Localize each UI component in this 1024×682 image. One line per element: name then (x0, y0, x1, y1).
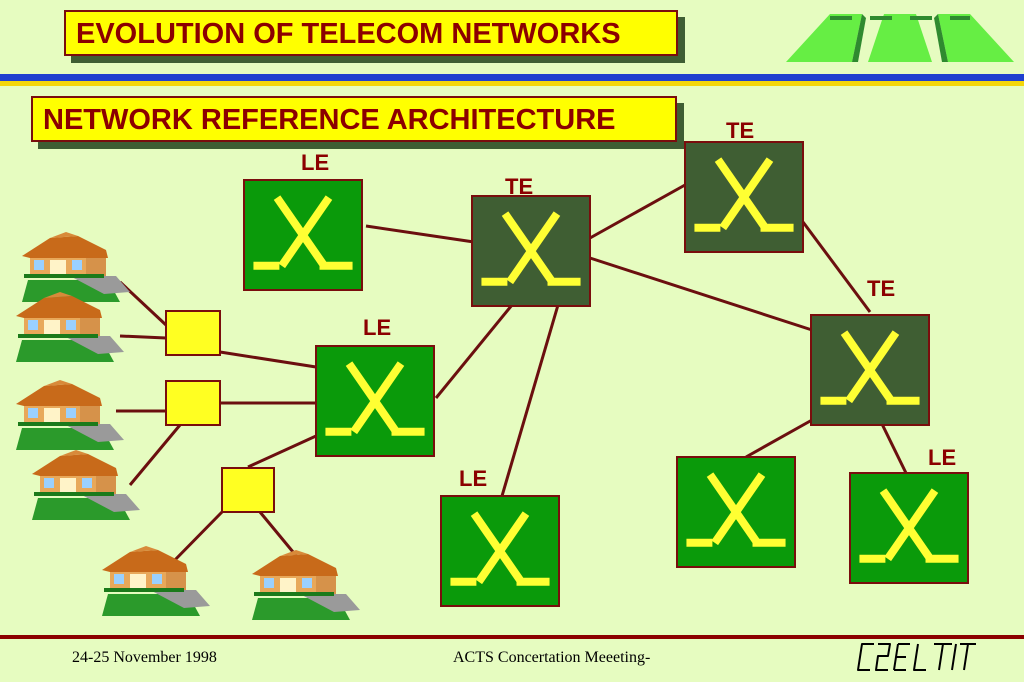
switch-symbol-icon (820, 330, 920, 405)
link-te-center-te-top-right (589, 183, 686, 240)
label-le-bottom: LE (459, 466, 488, 491)
link-le-top-te-center (365, 224, 475, 244)
link-te-center-te-right (589, 256, 813, 332)
link-house5-concentrator3 (168, 510, 224, 567)
exchange-le-middle (315, 345, 435, 457)
label-le-top: LE (301, 150, 330, 175)
switch-symbol-icon (325, 361, 425, 436)
footer-divider-line (0, 635, 1024, 639)
switch-symbol-icon (694, 157, 794, 232)
exchange-te-right (810, 314, 930, 426)
house-5 (102, 546, 210, 616)
house-6 (252, 550, 360, 620)
house-3 (16, 380, 124, 450)
link-concentrator1-le-middle (219, 350, 317, 369)
main-title: EVOLUTION OF TELECOM NETWORKS (64, 10, 678, 56)
footer-date: 24-25 November 1998 (72, 649, 217, 666)
switch-symbol-icon (481, 211, 581, 286)
logo-arrow-middle (868, 14, 932, 62)
logo-arrow-left (786, 14, 862, 62)
house-4 (32, 450, 140, 520)
link-house2-concentrator1 (119, 334, 167, 340)
link-house4-concentrator2 (128, 424, 182, 486)
concentrator-3 (221, 467, 275, 513)
exchange-le-top (243, 179, 363, 291)
house-2 (16, 292, 124, 362)
label-le-middle: LE (363, 315, 392, 340)
footer-logo (857, 643, 976, 671)
concentrator-1 (165, 310, 221, 356)
section-title: NETWORK REFERENCE ARCHITECTURE (31, 96, 677, 142)
yellow-divider-stripe (0, 81, 1024, 86)
house-1 (22, 232, 130, 302)
link-house6-concentrator3 (258, 511, 300, 559)
switch-symbol-icon (859, 488, 959, 563)
link-te-right-le-bottom-right-a (745, 418, 813, 459)
link-te-center-le-bottom (500, 304, 560, 497)
link-concentrator3-le-middle (247, 434, 317, 469)
link-le-middle-te-center (434, 304, 514, 399)
label-te-top-right: TE (726, 118, 755, 143)
switch-symbol-icon (253, 195, 353, 270)
concentrator-2 (165, 380, 221, 426)
concentrators-group (165, 310, 275, 513)
label-te-center: TE (505, 174, 534, 199)
footer-event: ACTS Concertation Meeeting- (453, 649, 651, 666)
label-le-bottom-right: LE (928, 445, 957, 470)
link-te-right-le-bottom-right-b (880, 423, 908, 474)
exchanges-group (243, 141, 969, 607)
link-house1-concentrator1 (118, 280, 168, 327)
links-group (116, 183, 908, 567)
header-logo (786, 14, 1014, 62)
switch-symbol-icon (686, 472, 786, 547)
exchange-le-bottom-right (849, 472, 969, 584)
logo-arrow-right (938, 14, 1014, 62)
switch-symbol-icon (450, 511, 550, 586)
exchange-le-bottom (440, 495, 560, 607)
label-te-right: TE (867, 276, 896, 301)
blue-divider-stripe (0, 74, 1024, 81)
link-te-top-right-te-right (801, 221, 872, 313)
exchange-te-center (471, 195, 591, 307)
exchange-le-bottom-left (676, 456, 796, 568)
exchange-te-top-right (684, 141, 804, 253)
